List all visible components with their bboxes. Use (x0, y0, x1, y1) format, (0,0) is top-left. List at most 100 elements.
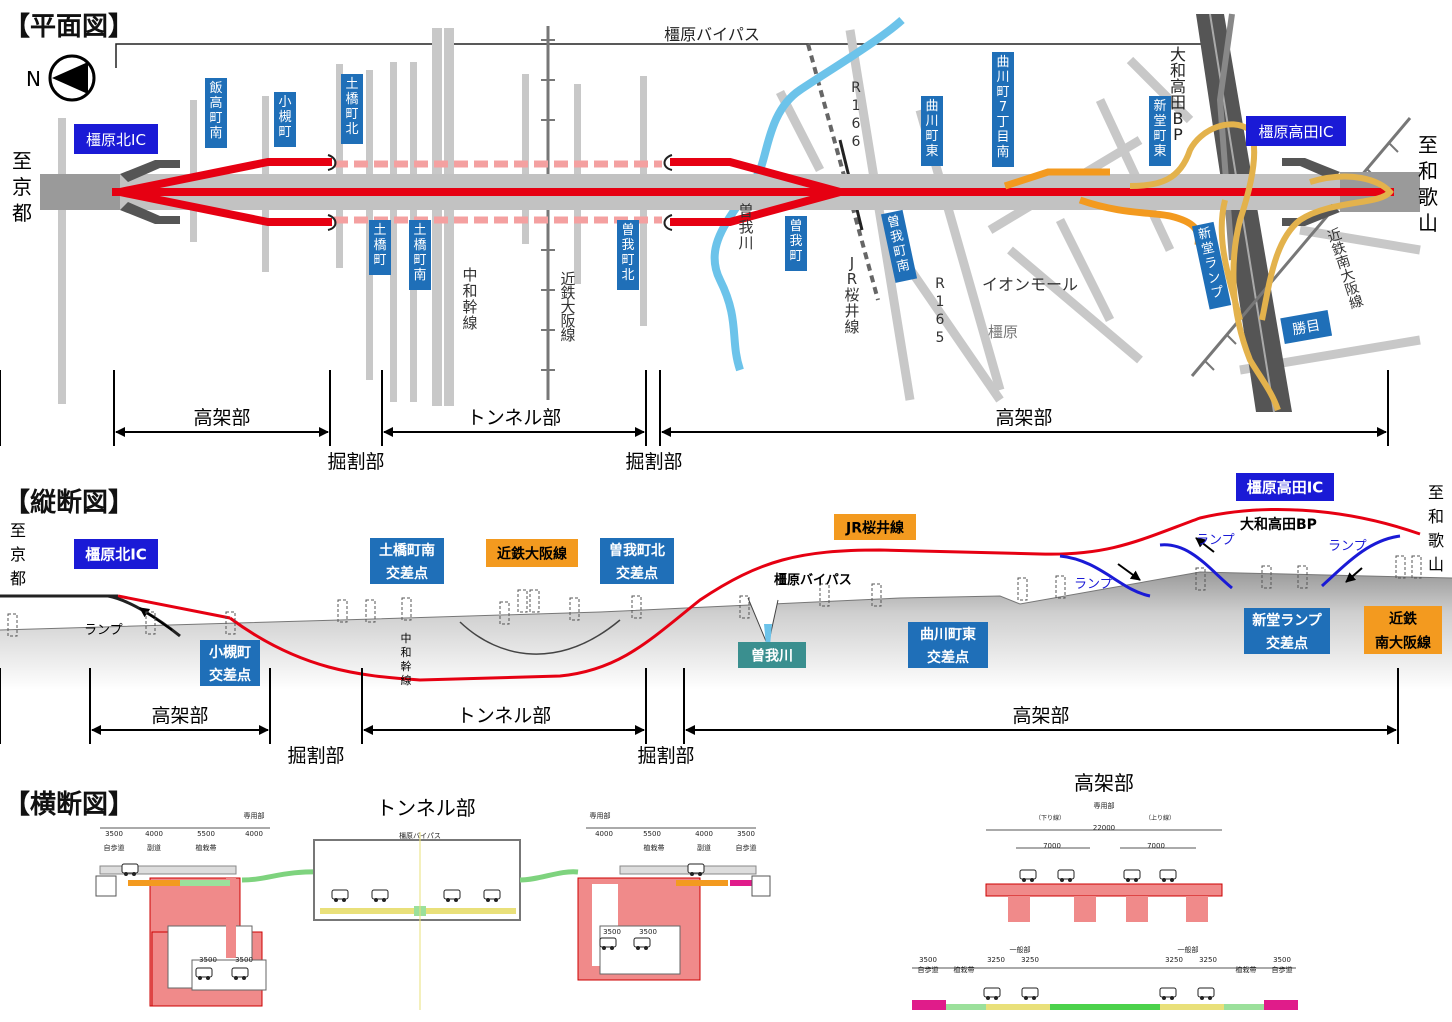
svg-text:新: 新 (1197, 225, 1213, 243)
car-icon (1021, 987, 1039, 1000)
plan-sign-8: 曲川町東 (921, 96, 943, 166)
svg-text:新堂ランプ: 新堂ランプ (1252, 612, 1323, 629)
svg-text:川: 川 (738, 234, 753, 252)
profile-ramp-left: ランプ (84, 623, 123, 638)
svg-text:町: 町 (278, 125, 291, 140)
svg-text:和: 和 (1170, 61, 1186, 80)
svg-text:飯: 飯 (209, 81, 222, 96)
svg-text:町: 町 (789, 249, 802, 264)
svg-text:ラ: ラ (1203, 255, 1219, 272)
cross-dim-3500-left: 3500 (919, 956, 937, 964)
ramp-orange-1 (1003, 168, 1110, 190)
svg-text:川: 川 (996, 70, 1009, 85)
svg-text:交差点: 交差点 (616, 565, 658, 582)
car-icon (331, 889, 349, 902)
svg-text:新: 新 (1153, 98, 1166, 114)
profile-to-wakayama: 至 和 歌 山 (1428, 483, 1444, 574)
cross-hodo-elev-right: 自歩道 (1272, 965, 1293, 974)
cross-dim-right: 4000 (595, 830, 613, 838)
car-icon (1019, 869, 1037, 882)
profile-section-title: 【縦断図】 (4, 488, 135, 518)
car-icon (121, 863, 139, 876)
svg-text:川: 川 (925, 114, 938, 129)
svg-text:交差点: 交差点 (927, 649, 969, 666)
svg-text:我: 我 (789, 234, 802, 249)
segment-label: 高架部 (193, 407, 250, 429)
svg-text:土橋町南: 土橋町南 (379, 542, 435, 559)
svg-text:町: 町 (925, 129, 938, 144)
svg-text:町: 町 (373, 253, 386, 268)
cross-elevated-title: 高架部 (1074, 771, 1134, 795)
cut-label: 掘割部 (637, 745, 694, 767)
sign-katsume: 勝目 (1291, 318, 1321, 339)
cross-tunnel-title: トンネル部 (376, 796, 476, 820)
plan-sign-6: 曽我町 (785, 216, 807, 271)
cross-fukudo-left: 副道 (147, 843, 161, 852)
cross-dim-3500-right: 3500 (1273, 956, 1291, 964)
cross-dim-lower: 3500 (235, 956, 253, 964)
svg-text:町: 町 (892, 243, 908, 260)
jr-sakurai-label: JR桜井線 (844, 254, 859, 336)
tunnel-dashed (334, 160, 662, 224)
svg-text:曲川町東: 曲川町東 (920, 626, 976, 643)
svg-text:鉄: 鉄 (560, 284, 575, 302)
svg-text:我: 我 (621, 238, 634, 253)
cross-dim-left: 4000 (245, 830, 263, 838)
svg-text:土: 土 (373, 223, 386, 238)
plan-to-kyoto: 至 京 都 (12, 149, 32, 225)
svg-text:曽: 曽 (789, 219, 802, 234)
svg-text:B: B (1173, 109, 1184, 128)
profile-ramp-2: ランプ (1196, 533, 1235, 548)
segment-label: 高架部 (1012, 705, 1069, 727)
car-icon (371, 889, 389, 902)
cross-senyo-right: 専用部 (590, 811, 611, 820)
svg-text:交差点: 交差点 (1266, 635, 1308, 652)
cross-hodo-right: 自歩道 (736, 843, 757, 852)
svg-text:和: 和 (462, 282, 477, 300)
svg-text:歌: 歌 (1428, 531, 1444, 550)
svg-text:R: R (935, 276, 945, 292)
svg-text:R: R (851, 80, 861, 96)
svg-text:東: 東 (925, 143, 938, 159)
svg-text:高: 高 (209, 95, 222, 111)
cross-senyo-elevated: 専用部 (1094, 801, 1115, 810)
svg-text:小: 小 (278, 95, 291, 110)
svg-text:大: 大 (1339, 266, 1357, 286)
svg-text:曽: 曽 (738, 202, 753, 220)
cross-fukudo-right: 副道 (697, 843, 711, 852)
svg-text:北: 北 (345, 122, 358, 137)
plan-sign-4: 土橋町南 (409, 220, 431, 290)
cross-shokusai-right: 植栽帯 (644, 843, 665, 852)
ground-profile (0, 572, 1452, 690)
car-icon (599, 937, 617, 950)
svg-text:大: 大 (1170, 45, 1186, 64)
svg-text:京: 京 (10, 545, 26, 564)
cross-ippan-left: 一般部 (1010, 945, 1031, 954)
cross-ippan-right: 一般部 (1178, 945, 1199, 954)
svg-text:曲: 曲 (925, 99, 938, 114)
ic-takada-label: 橿原高田IC (1259, 123, 1334, 141)
svg-text:近: 近 (1326, 226, 1344, 246)
tunnel-left-structure (95, 827, 331, 1007)
svg-text:線: 線 (1347, 293, 1365, 313)
plan-sign-11: 新堂ランプ (1191, 221, 1232, 310)
tunnel-right-structure (577, 827, 771, 981)
cut-label: 掘割部 (327, 451, 384, 473)
svg-text:中: 中 (462, 266, 477, 284)
profile-ramp-3: ランプ (1328, 539, 1367, 554)
svg-text:歌: 歌 (1418, 185, 1438, 209)
svg-text:南: 南 (1334, 253, 1352, 273)
svg-text:和: 和 (1418, 159, 1438, 183)
svg-text:丁: 丁 (996, 115, 1009, 130)
svg-text:南: 南 (895, 257, 911, 275)
svg-text:橋: 橋 (345, 92, 358, 107)
profile-ic-takada: 橿原高田IC (1236, 473, 1334, 501)
ramp-yellow-1 (1129, 121, 1281, 411)
tunnel-center-structure (313, 832, 579, 1010)
